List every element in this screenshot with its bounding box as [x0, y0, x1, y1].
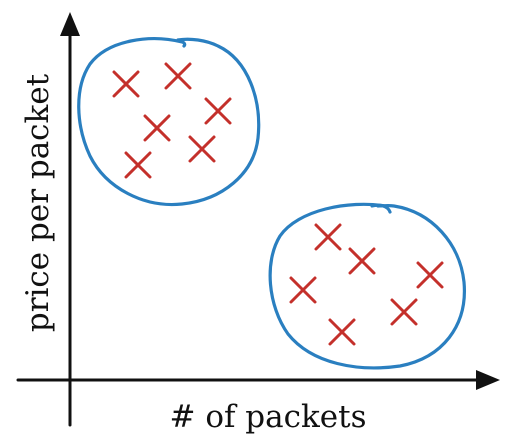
x-mark-stroke-b — [348, 247, 376, 275]
point-mark — [328, 318, 356, 346]
x-mark-stroke-b — [289, 276, 317, 304]
x-mark-stroke-b — [390, 298, 418, 326]
point-mark — [204, 97, 232, 125]
x-mark-stroke-b — [314, 223, 342, 251]
y-axis-label: price per packet — [20, 73, 56, 332]
x-mark-stroke-b — [164, 62, 192, 90]
x-mark-stroke-b — [188, 135, 216, 163]
y-axis-arrow-icon — [60, 12, 80, 36]
point-mark — [416, 261, 444, 289]
cluster-outline-lower-right-tick — [370, 203, 392, 214]
point-mark — [314, 223, 342, 251]
x-axis-arrow-icon — [476, 370, 500, 390]
x-mark-stroke-b — [112, 70, 140, 98]
cluster-outline-upper-left — [77, 37, 261, 207]
cluster-points-upper-left — [112, 62, 232, 179]
x-mark-stroke-b — [328, 318, 356, 346]
point-mark — [112, 70, 140, 98]
point-mark — [390, 298, 418, 326]
x-mark-stroke-b — [204, 97, 232, 125]
cluster-points-lower-right — [289, 223, 444, 346]
x-mark-stroke-b — [416, 261, 444, 289]
point-mark — [124, 151, 152, 179]
point-mark — [289, 276, 317, 304]
cluster-outline-lower-right — [268, 202, 466, 370]
point-mark — [188, 135, 216, 163]
point-mark — [143, 114, 171, 142]
x-axis-label: # of packets — [169, 399, 366, 435]
cluster-outline-upper-left-tick — [176, 38, 187, 48]
point-mark — [348, 247, 376, 275]
x-mark-stroke-b — [143, 114, 171, 142]
point-mark — [164, 62, 192, 90]
x-mark-stroke-b — [124, 151, 152, 179]
